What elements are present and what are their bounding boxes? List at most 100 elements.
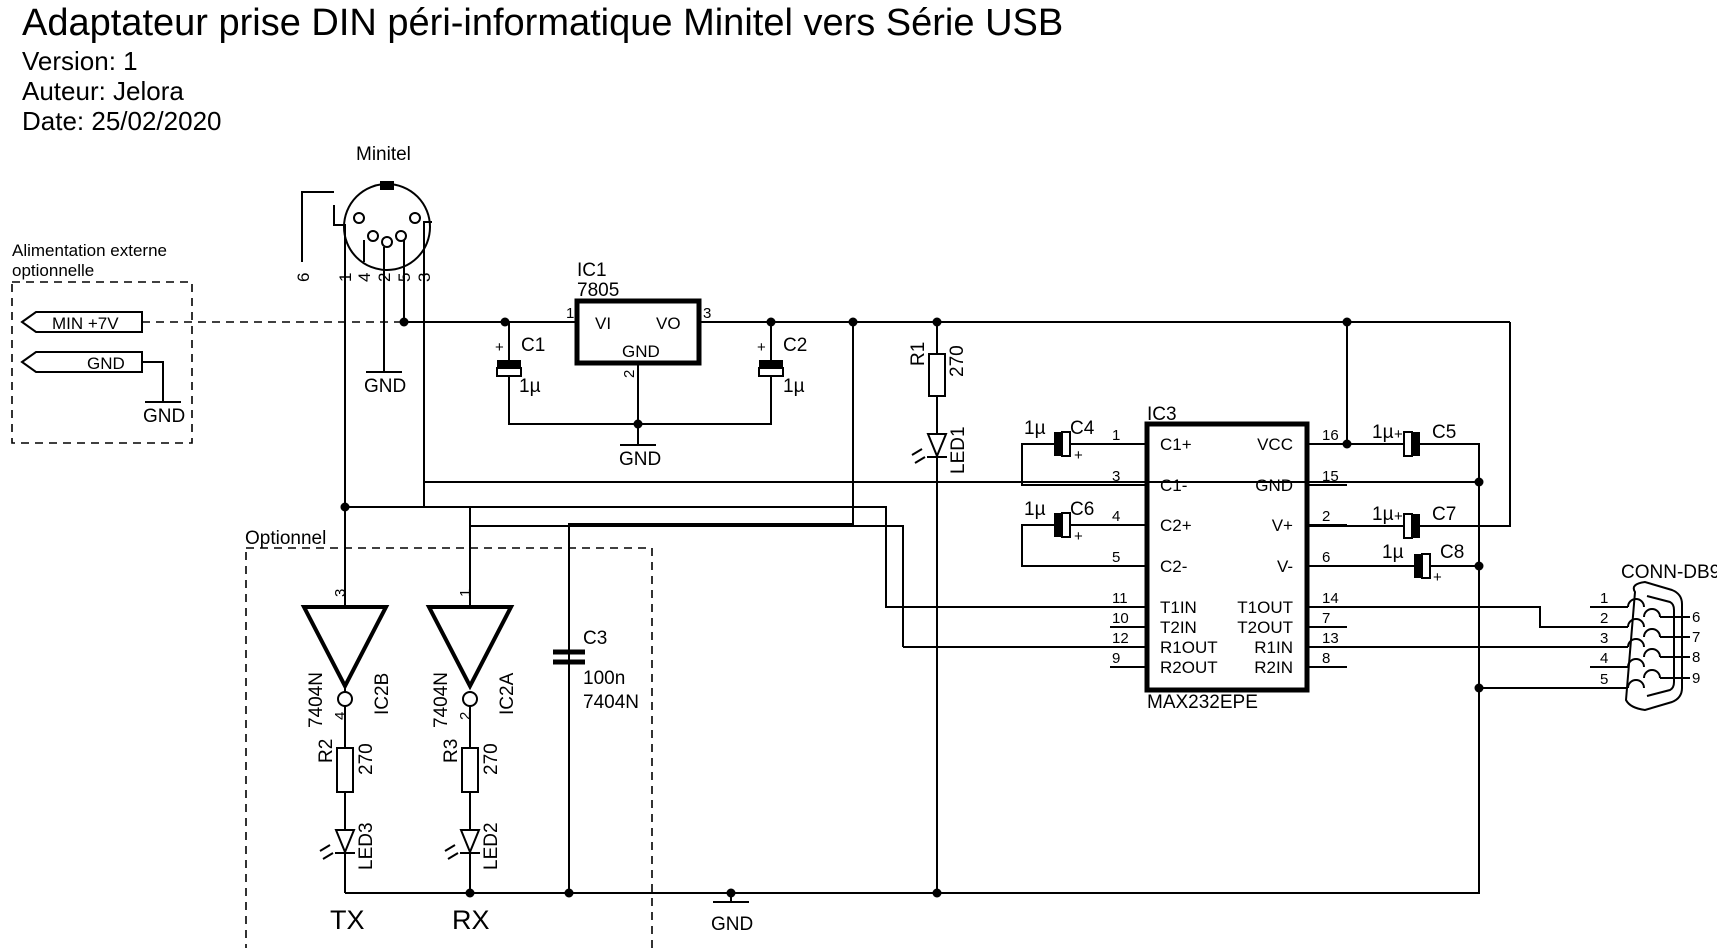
db9-pin-number: 5 (1600, 671, 1608, 688)
ic3-pin-name: T2OUT (1237, 618, 1293, 637)
gnd-port-label: GND (87, 354, 125, 373)
inverter-bubble (462, 691, 478, 707)
led-arrow (447, 852, 459, 860)
ic3-pin-name: VCC (1257, 435, 1293, 454)
c1-capacitor: + C1 1µ (495, 335, 545, 397)
db9-pin-number: 7 (1692, 629, 1700, 646)
c6-ref: C6 (1070, 499, 1094, 520)
gnd-label: GND (364, 376, 406, 397)
led-triangle (459, 829, 481, 855)
wire-c6 (1021, 524, 1110, 567)
led-arrow (444, 844, 456, 852)
din-pin3-lead (423, 221, 432, 262)
cap-plus: + (1394, 508, 1403, 525)
ic3-pin-number: 6 (1322, 549, 1330, 566)
c5-value: 1µ (1372, 422, 1394, 443)
gnd-label: GND (143, 406, 185, 427)
r1-resistor (928, 353, 946, 397)
db9-pin-contact (1643, 628, 1661, 638)
ic3-pin-name: T1OUT (1237, 598, 1293, 617)
led-arrow (914, 456, 926, 464)
led3-ref: LED3 (356, 822, 377, 870)
ic3-pin-number: 2 (1322, 508, 1330, 525)
din-pin-label: 6 (294, 273, 313, 282)
junction (766, 317, 776, 327)
junction (1342, 317, 1352, 327)
db9-ref: CONN-DB9 (1621, 562, 1717, 583)
led-arrow (322, 852, 334, 860)
ic1-gnd: GND (622, 342, 660, 361)
din-pin1-lead (333, 205, 346, 262)
led-arrow (911, 448, 923, 456)
ic3-pin-name: V+ (1272, 516, 1293, 535)
c3-capacitor: C3 100n 7404N (553, 628, 639, 713)
din-pin-label: 4 (355, 273, 374, 282)
cap-plate (496, 367, 522, 377)
led-triangle (926, 433, 948, 459)
ic3-pin-name: R1OUT (1160, 638, 1218, 657)
wire-gnd-bus (345, 482, 1480, 894)
r2-value: 270 (356, 743, 377, 775)
c8-value: 1µ (1382, 542, 1404, 563)
c5-ref: C5 (1432, 422, 1456, 443)
schematic-title: Adaptateur prise DIN péri-informatique M… (22, 2, 1064, 44)
ic2b-ref: IC2B (372, 673, 393, 715)
ic3-pin-name: T2IN (1160, 618, 1197, 637)
c4-value: 1µ (1024, 418, 1046, 439)
db9-pin-contact (1627, 618, 1645, 628)
c3-ref: C3 (583, 628, 607, 649)
db9-pin-number: 3 (1600, 630, 1608, 647)
ic3-pin-number: 9 (1112, 650, 1120, 667)
ext-power-frame (11, 281, 193, 444)
db9-pin-number: 2 (1600, 610, 1608, 627)
gnd-label: GND (619, 449, 661, 470)
r2-ref: R2 (316, 739, 337, 763)
inverter-triangle (425, 605, 515, 691)
din-body (343, 183, 431, 271)
ext-power-label: Alimentation externe (12, 241, 167, 260)
c1-value: 1µ (519, 376, 541, 397)
ic3-ref: IC3 (1147, 404, 1177, 425)
cap-plate (1412, 514, 1420, 538)
din-key (380, 181, 394, 190)
cap-plus: + (757, 339, 766, 356)
ic3-pin-number: 15 (1322, 468, 1339, 485)
ic3-pin-name: R2OUT (1160, 658, 1218, 677)
din-pin6-lead (301, 191, 334, 262)
min7v-label: MIN +7V (52, 314, 119, 333)
junction (500, 317, 510, 327)
optionnel-label: Optionnel (245, 528, 326, 549)
ic3-max232: IC3 MAX232EPE (1144, 404, 1310, 713)
db9-shell (1624, 580, 1683, 712)
wire-t1in (345, 506, 1110, 608)
ic3-pin-number: 3 (1112, 468, 1120, 485)
ic2b-part: 7404N (306, 672, 327, 728)
ic3-pin-number: 12 (1112, 630, 1129, 647)
cap-plus: + (495, 339, 504, 356)
cap-plate (1403, 431, 1413, 457)
ic3-pin-number: 10 (1112, 610, 1129, 627)
c8-capacitor: 1µ + C8 (1382, 542, 1479, 586)
ic1-vi: VI (595, 314, 611, 333)
ic1-ref: IC1 (577, 260, 607, 281)
ic2a-pin-in: 1 (457, 589, 474, 597)
junction (1474, 477, 1484, 487)
date-text: Date: 25/02/2020 (22, 106, 222, 136)
r3-resistor (461, 747, 479, 793)
led3: LED3 (319, 822, 377, 870)
ic3-pin-name: V- (1277, 557, 1293, 576)
junction (465, 888, 475, 898)
ic3-pin-name: R2IN (1254, 658, 1293, 677)
c7-capacitor: 1µ + C7 (1372, 504, 1510, 539)
wire-r1out-a (469, 507, 904, 641)
ic3-pin-number: 1 (1112, 427, 1120, 444)
ic3-pin-name: C1+ (1160, 435, 1192, 454)
inverter-bubble (337, 691, 353, 707)
db9-shell-inner (1646, 595, 1675, 697)
wire-gnd-port (142, 361, 164, 402)
db9-pin-number: 4 (1600, 650, 1608, 667)
junction (340, 502, 350, 512)
inverter-triangle (300, 605, 390, 691)
led-arrow (319, 844, 331, 852)
